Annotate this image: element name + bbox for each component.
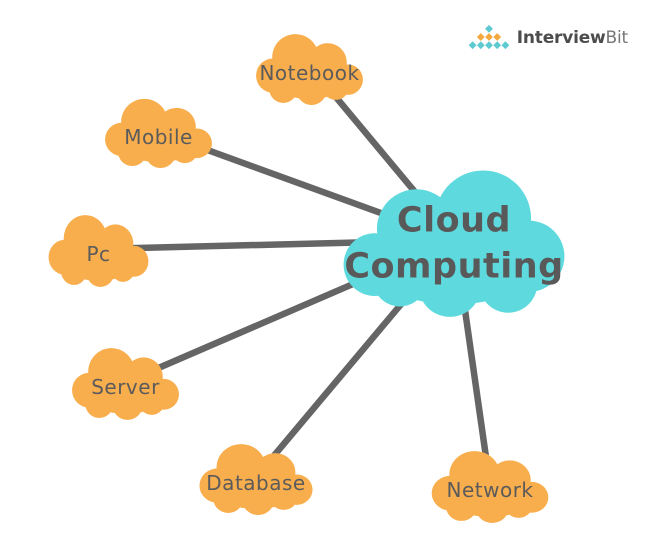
center-node-label: Cloud Computing xyxy=(344,200,564,287)
logo-text-secondary: Bit xyxy=(605,27,629,48)
logo-text-primary: Interview xyxy=(516,27,606,48)
node-server: Server xyxy=(65,343,186,421)
node-label: Database xyxy=(206,470,306,495)
node-label: Server xyxy=(91,375,160,400)
pyramid-diamonds-icon xyxy=(468,24,510,50)
node-pc: Pc xyxy=(42,210,155,288)
node-label: Network xyxy=(446,478,534,503)
node-database: Database xyxy=(192,439,320,516)
interviewbit-logo: InterviewBit xyxy=(468,24,628,51)
node-cloud-computing: Cloud Computing xyxy=(329,160,579,319)
logo-wordmark: InterviewBit xyxy=(517,28,628,48)
node-label: Pc xyxy=(86,242,111,267)
node-notebook: Notebook xyxy=(249,29,370,106)
node-label: Mobile xyxy=(124,124,193,149)
node-network: Network xyxy=(424,446,556,524)
node-label: Notebook xyxy=(259,60,360,85)
node-mobile: Mobile xyxy=(98,94,219,169)
